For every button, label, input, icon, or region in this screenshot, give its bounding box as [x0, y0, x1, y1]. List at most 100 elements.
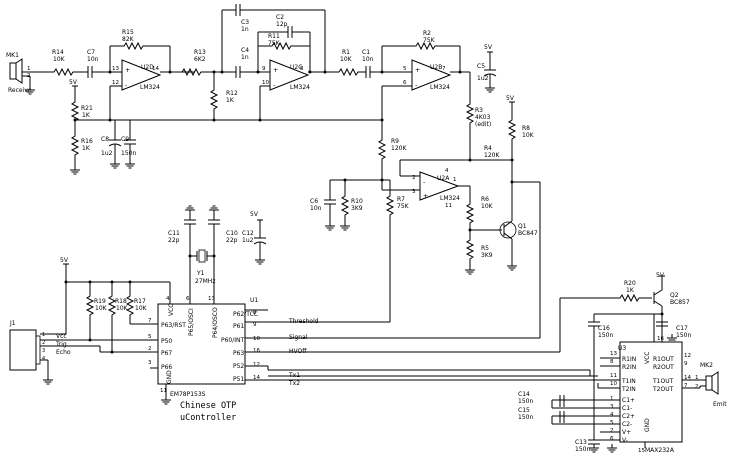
- resistor-r13: R13 6K2: [177, 49, 206, 76]
- capacitor-c3: C3 1n: [235, 4, 249, 33]
- svg-text:R17: R17: [134, 298, 146, 305]
- svg-text:Q2: Q2: [670, 292, 679, 299]
- svg-text:C14: C14: [518, 391, 530, 398]
- svg-text:R15: R15: [122, 29, 134, 36]
- svg-text:150n: 150n: [518, 414, 533, 421]
- svg-text:C7: C7: [87, 49, 95, 56]
- opamp-u2d: + - U2D LM324 13 12 14: [112, 59, 162, 91]
- svg-text:(edit): (edit): [475, 121, 491, 128]
- svg-text:R2IN: R2IN: [622, 364, 636, 371]
- resistor-r11: R11 75K: [267, 33, 296, 50]
- svg-text:P61: P61: [233, 323, 244, 330]
- svg-text:T1OUT: T1OUT: [652, 378, 674, 385]
- svg-text:6: 6: [403, 80, 407, 86]
- svg-text:LM324: LM324: [430, 84, 450, 91]
- svg-text:8: 8: [300, 66, 304, 72]
- svg-text:1K: 1K: [82, 112, 91, 119]
- resistor-r16: R16 1K: [71, 131, 93, 160]
- svg-text:4K03: 4K03: [475, 114, 491, 121]
- svg-text:U2A: U2A: [437, 175, 450, 182]
- resistor-r4: R4 120K: [484, 145, 500, 159]
- svg-text:10K: 10K: [340, 56, 353, 63]
- svg-text:5: 5: [148, 334, 152, 340]
- svg-text:10K: 10K: [95, 305, 108, 312]
- supply-5v-r21: 5V: [69, 79, 79, 93]
- svg-text:2: 2: [42, 340, 45, 346]
- svg-text:V-: V-: [622, 437, 628, 444]
- svg-text:2: 2: [412, 175, 416, 181]
- resistor-r18: R18 10K: [108, 282, 129, 320]
- supply-5v-j1: 5V: [60, 257, 70, 271]
- svg-text:R2OUT: R2OUT: [653, 364, 674, 371]
- svg-text:3: 3: [148, 360, 152, 366]
- resistor-r2: R2 75K: [411, 30, 440, 50]
- resistor-r3: R3 4K03 (edit): [466, 99, 491, 128]
- svg-text:13: 13: [610, 351, 617, 357]
- svg-text:75K: 75K: [423, 37, 436, 44]
- svg-text:P62/TCC: P62/TCC: [233, 311, 258, 318]
- svg-text:10: 10: [253, 336, 260, 342]
- svg-text:120K: 120K: [484, 152, 500, 159]
- svg-text:C4: C4: [241, 47, 249, 54]
- svg-text:C1+: C1+: [622, 397, 635, 404]
- svg-text:P64/OSCO: P64/OSCO: [212, 307, 219, 338]
- svg-text:13: 13: [112, 66, 119, 72]
- svg-text:9: 9: [253, 322, 257, 328]
- capacitor-c9: C9 150n: [121, 136, 136, 157]
- resistor-r20: R20 1K: [615, 280, 644, 302]
- svg-text:14: 14: [253, 375, 260, 381]
- svg-text:Q1: Q1: [518, 223, 527, 230]
- capacitor-c13: C13 150n: [575, 439, 600, 453]
- resistor-r17: R17 10K: [126, 282, 148, 320]
- svg-text:C2+: C2+: [622, 413, 635, 420]
- svg-text:R20: R20: [624, 280, 636, 287]
- svg-text:1: 1: [610, 396, 614, 402]
- svg-text:R7: R7: [397, 196, 405, 203]
- svg-text:R8: R8: [522, 125, 530, 132]
- supply-5v-r8: 5V: [506, 95, 516, 109]
- net-tx1: Tx1: [288, 372, 300, 379]
- svg-text:T2IN: T2IN: [621, 386, 636, 393]
- capacitor-c7: C7 10n: [87, 49, 99, 78]
- svg-text:75K: 75K: [397, 203, 410, 210]
- svg-text:7: 7: [442, 66, 446, 72]
- svg-text:150n: 150n: [598, 332, 613, 339]
- svg-text:R1IN: R1IN: [622, 356, 636, 363]
- svg-text:12: 12: [112, 80, 119, 86]
- svg-text:5V: 5V: [656, 272, 665, 279]
- svg-text:15: 15: [638, 448, 645, 454]
- svg-text:Trig: Trig: [55, 341, 67, 348]
- note-line1: Chinese OTP: [180, 401, 236, 411]
- svg-text:11: 11: [160, 388, 167, 394]
- svg-text:4: 4: [610, 412, 614, 418]
- svg-text:VCC: VCC: [644, 352, 651, 364]
- capacitor-c15: C15 150n: [518, 407, 565, 423]
- svg-text:V+: V+: [622, 429, 631, 436]
- svg-text:R1OUT: R1OUT: [653, 356, 674, 363]
- svg-text:1: 1: [42, 332, 45, 338]
- svg-text:C11: C11: [168, 230, 180, 237]
- svg-text:R2: R2: [423, 30, 431, 37]
- svg-text:R3: R3: [475, 107, 483, 114]
- capacitor-c5: 5V C5 1u2: [477, 44, 497, 93]
- svg-text:P67: P67: [161, 350, 172, 357]
- svg-text:3K9: 3K9: [481, 252, 493, 259]
- svg-text:11: 11: [610, 373, 617, 379]
- svg-text:6: 6: [186, 296, 190, 302]
- svg-text:7: 7: [684, 383, 688, 389]
- capacitor-c6: C6 10n: [310, 198, 336, 212]
- svg-text:-: -: [125, 81, 128, 89]
- speaker-mk2: MK2 1 2 Emit: [695, 362, 727, 408]
- opamp-u2b: + - U2B LM324 5 6 7: [403, 59, 452, 91]
- resistor-r6: R6 10K: [466, 196, 494, 228]
- svg-text:LM324: LM324: [290, 84, 310, 91]
- mic-mk1: MK1 1 2 Receive: [6, 52, 32, 94]
- svg-text:R10: R10: [351, 198, 363, 205]
- svg-text:+: +: [415, 66, 420, 74]
- svg-text:10: 10: [262, 80, 269, 86]
- svg-text:11: 11: [445, 203, 452, 209]
- svg-text:-: -: [273, 81, 276, 89]
- svg-text:3: 3: [610, 404, 614, 410]
- svg-text:1: 1: [453, 177, 457, 183]
- svg-text:C13: C13: [575, 439, 587, 446]
